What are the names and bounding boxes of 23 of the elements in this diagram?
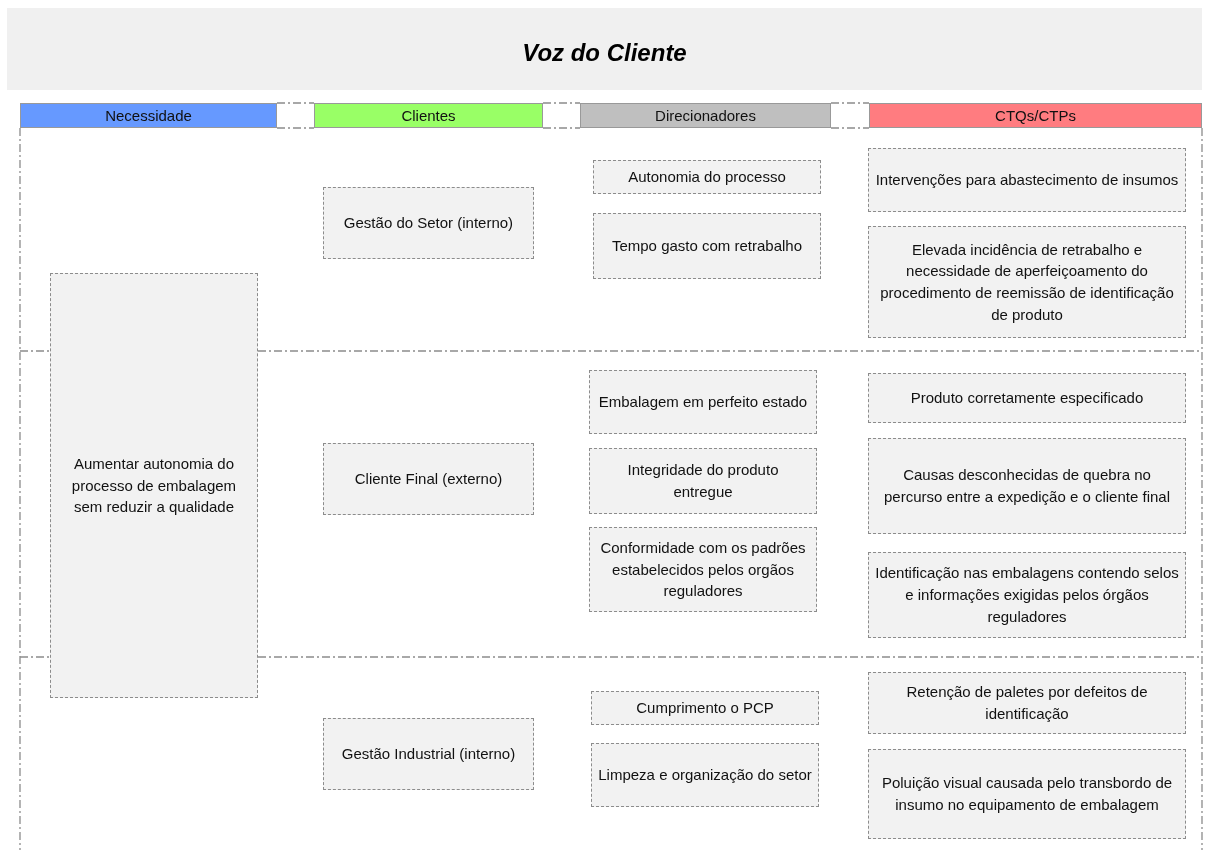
text-box: Cliente Final (externo) xyxy=(323,443,534,515)
text-box: Limpeza e organização do setor xyxy=(591,743,819,807)
text-box: Poluição visual causada pelo transbordo de insumo no equipamento de embalagem xyxy=(868,749,1186,839)
text-box: Intervenções para abastecimento de insumos xyxy=(868,148,1186,212)
text-box: Identificação nas embalagens contendo selos e informações exigidas pelos órgãos reguladores xyxy=(868,552,1186,638)
text-box: Embalagem em perfeito estado xyxy=(589,370,817,434)
diagram-title: Voz do Cliente xyxy=(521,39,688,67)
text-box: Aumentar autonomia do processo de embalagem sem reduzir a qualidade xyxy=(50,273,258,698)
text-box: Conformidade com os padrões estabelecidos pelos orgãos reguladores xyxy=(589,527,817,612)
text-box: Produto corretamente especificado xyxy=(868,373,1186,423)
text-box: Autonomia do processo xyxy=(593,160,821,194)
text-box: Gestão do Setor (interno) xyxy=(323,187,534,259)
text-box: Cumprimento o PCP xyxy=(591,691,819,725)
text-box: Tempo gasto com retrabalho xyxy=(593,213,821,279)
text-box: Causas desconhecidas de quebra no percurso entre a expedição e o cliente final xyxy=(868,438,1186,534)
text-box: Gestão Industrial (interno) xyxy=(323,718,534,790)
column-header: CTQs/CTPs xyxy=(869,103,1202,128)
column-header: Direcionadores xyxy=(580,103,831,128)
column-header: Clientes xyxy=(314,103,543,128)
column-header: Necessidade xyxy=(20,103,277,128)
text-box: Retenção de paletes por defeitos de identificação xyxy=(868,672,1186,734)
text-box: Elevada incidência de retrabalho e necessidade de aperfeiçoamento do procedimento de reemissão de identificação de produto xyxy=(868,226,1186,338)
text-box: Integridade do produto entregue xyxy=(589,448,817,514)
